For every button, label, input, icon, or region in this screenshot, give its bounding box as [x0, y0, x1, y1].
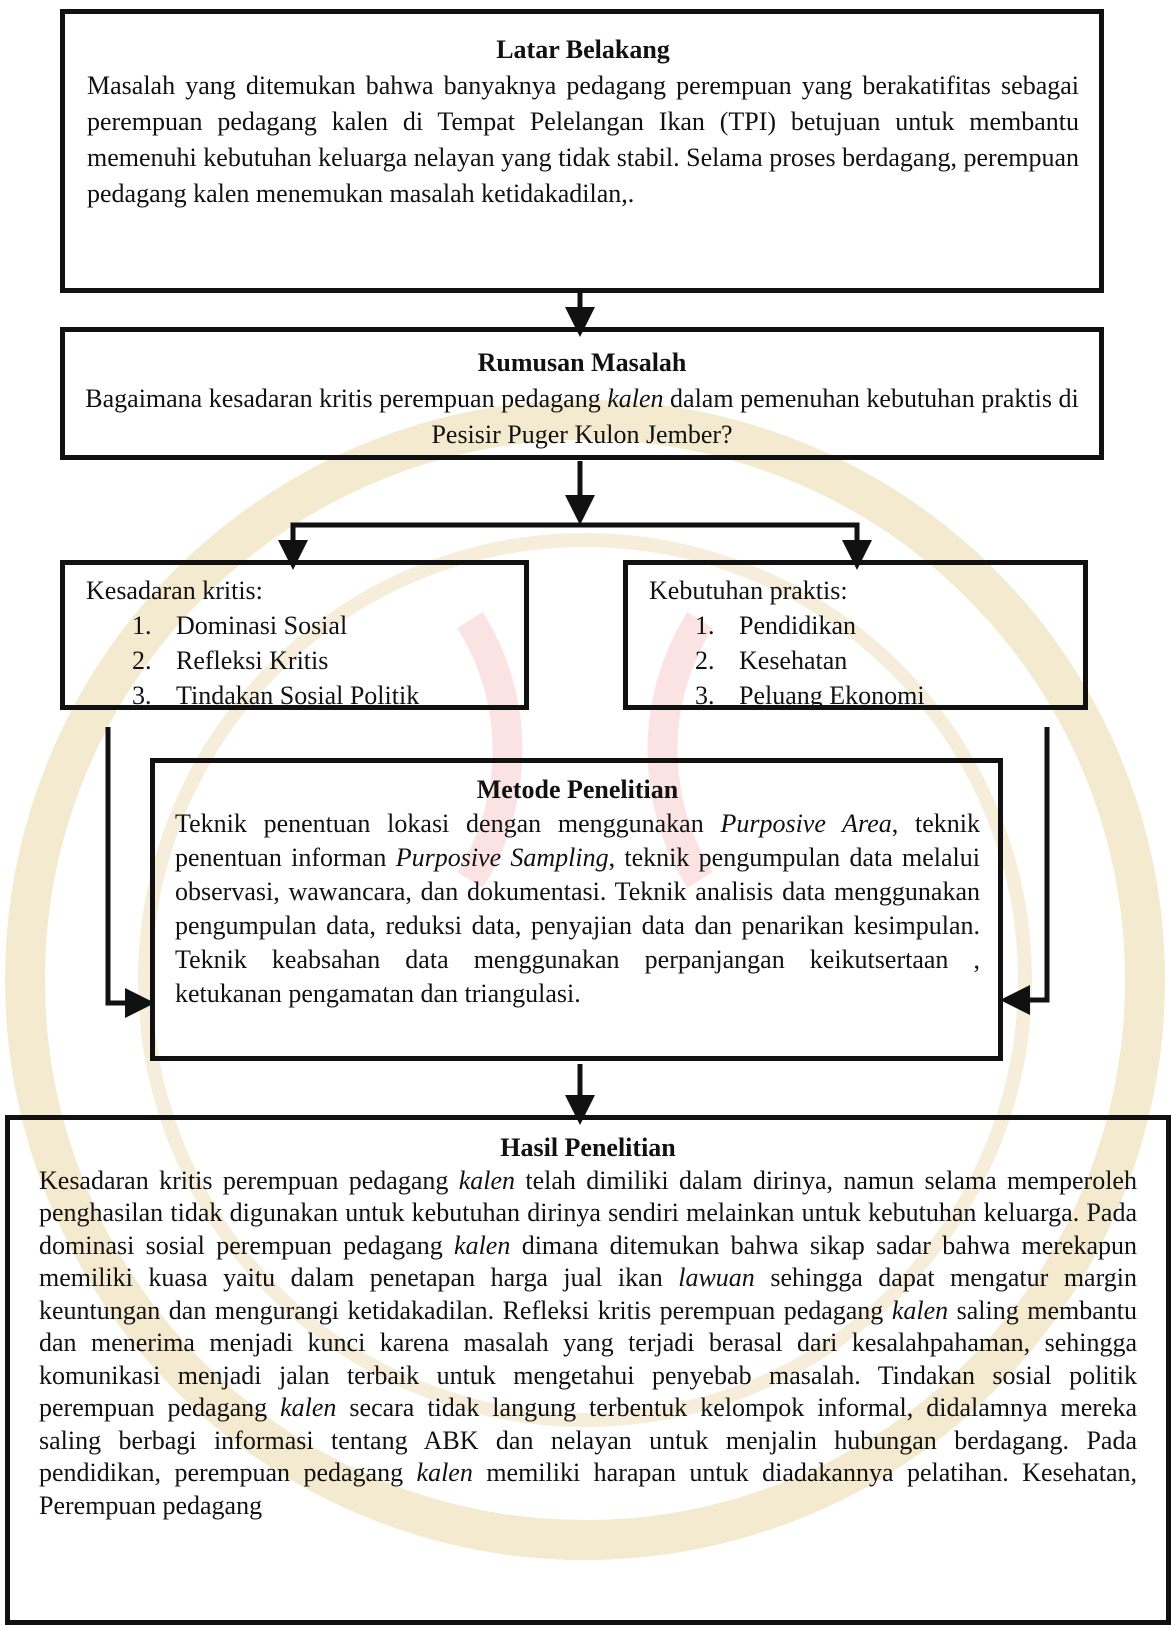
list-number: 3. [695, 681, 715, 710]
list-item: 3. Peluang Ekonomi [695, 678, 1073, 713]
kesadaran-kritis-box: Kesadaran kritis: 1. Dominasi Sosial 2. Re… [60, 560, 529, 710]
list-item: 2. Refleksi Kritis [132, 643, 514, 678]
list-number: 2. [132, 646, 152, 675]
list-number: 2. [695, 646, 715, 675]
text-segment-italic: kalen [891, 1295, 949, 1325]
list-item: 1. Pendidikan [695, 608, 1073, 643]
list-item: 2. Kesehatan [695, 643, 1073, 678]
list-label: Peluang Ekonomi [739, 681, 925, 710]
text-segment: dimana ditemukan bahwa sikap sadar bahwa… [39, 1230, 1137, 1293]
text-segment-italic: kalen [280, 1393, 337, 1422]
latar-belakang-title: Latar Belakang [496, 35, 670, 64]
metode-penelitian-text: Teknik penentuan lokasi dengan menggunak… [175, 807, 980, 1011]
text-segment: memiliki harapan untuk diadakannya pelat… [39, 1458, 1137, 1520]
hasil-penelitian-text: Kesadaran kritis perempuan pedagang kale… [39, 1165, 1137, 1523]
list-item: 1. Dominasi Sosial [132, 608, 514, 643]
text-segment-italic: lawuan [678, 1263, 755, 1292]
rumusan-text-part: Bagaimana kesadaran kritis perempuan ped… [85, 384, 608, 413]
kebutuhan-praktis-box: Kebutuhan praktis: 1. Pendidikan 2. Keseha… [623, 560, 1088, 710]
rumusan-text-italic: kalen [607, 384, 664, 413]
list-item: 3. Tindakan Sosial Politik [132, 678, 514, 713]
list-label: Dominasi Sosial [176, 611, 348, 640]
rumusan-masalah-box: Rumusan Masalah Bagaimana kesadaran krit… [60, 327, 1104, 460]
text-segment-italic: kalen [416, 1458, 473, 1487]
rumusan-masalah-title: Rumusan Masalah [477, 348, 687, 377]
latar-belakang-text: Masalah yang ditemukan bahwa banyaknya p… [87, 71, 1079, 208]
kebutuhan-praktis-heading: Kebutuhan praktis: [649, 576, 848, 605]
text-segment: saling membantu dan menerima menjadi kun… [39, 1295, 1137, 1423]
list-label: Refleksi Kritis [176, 646, 329, 675]
rumusan-text-part: dalam pemenuhan kebutuhan praktis di Pes… [431, 384, 1079, 449]
text-segment: sehingga dapat mengatur margin keuntunga… [39, 1263, 1137, 1325]
text-segment: telah dimiliki dalam dirinya, namun sela… [39, 1165, 1137, 1260]
metode-penelitian-title: Metode Penelitian [476, 775, 679, 804]
text-segment-italic: kalen [458, 1165, 516, 1195]
arrow-kesadaran-to-metode [105, 727, 155, 1018]
list-number: 1. [132, 611, 152, 640]
text-segment: Kesadaran kritis perempuan pedagang [39, 1165, 459, 1195]
text-segment-italic: Purposive Area [720, 809, 892, 838]
latar-belakang-box: Latar Belakang Masalah yang ditemukan ba… [60, 9, 1104, 293]
arrow-kebutuhan-to-metode [1000, 727, 1050, 1015]
metode-penelitian-box: Metode Penelitian Teknik penentuan lokas… [150, 758, 1003, 1061]
rumusan-masalah-text: Bagaimana kesadaran kritis perempuan ped… [85, 381, 1079, 453]
hasil-penelitian-box: Hasil Penelitian Kesadaran kritis peremp… [5, 1115, 1171, 1625]
kebutuhan-praktis-list: 1. Pendidikan 2. Kesehatan 3. Peluang Ekono… [649, 608, 1073, 713]
text-segment: Teknik penentuan lokasi dengan menggunak… [175, 809, 721, 838]
list-label: Pendidikan [739, 611, 856, 640]
list-number: 3. [132, 681, 152, 710]
hasil-penelitian-title: Hasil Penelitian [500, 1133, 676, 1162]
text-segment: , teknik penentuan informan [175, 809, 980, 872]
kesadaran-kritis-heading: Kesadaran kritis: [86, 576, 263, 605]
text-segment-italic: Purposive Sampling [395, 843, 609, 872]
text-segment: , teknik pengumpulan data melalui observ… [175, 843, 980, 1008]
list-number: 1. [695, 611, 715, 640]
kesadaran-kritis-list: 1. Dominasi Sosial 2. Refleksi Kritis 3. Ti… [86, 608, 514, 713]
list-label: Kesehatan [739, 646, 848, 675]
text-segment: secara tidak langung terbentuk kelompok … [39, 1393, 1138, 1487]
text-segment-italic: kalen [454, 1230, 511, 1260]
list-label: Tindakan Sosial Politik [176, 681, 420, 710]
branch-line [290, 522, 860, 540]
